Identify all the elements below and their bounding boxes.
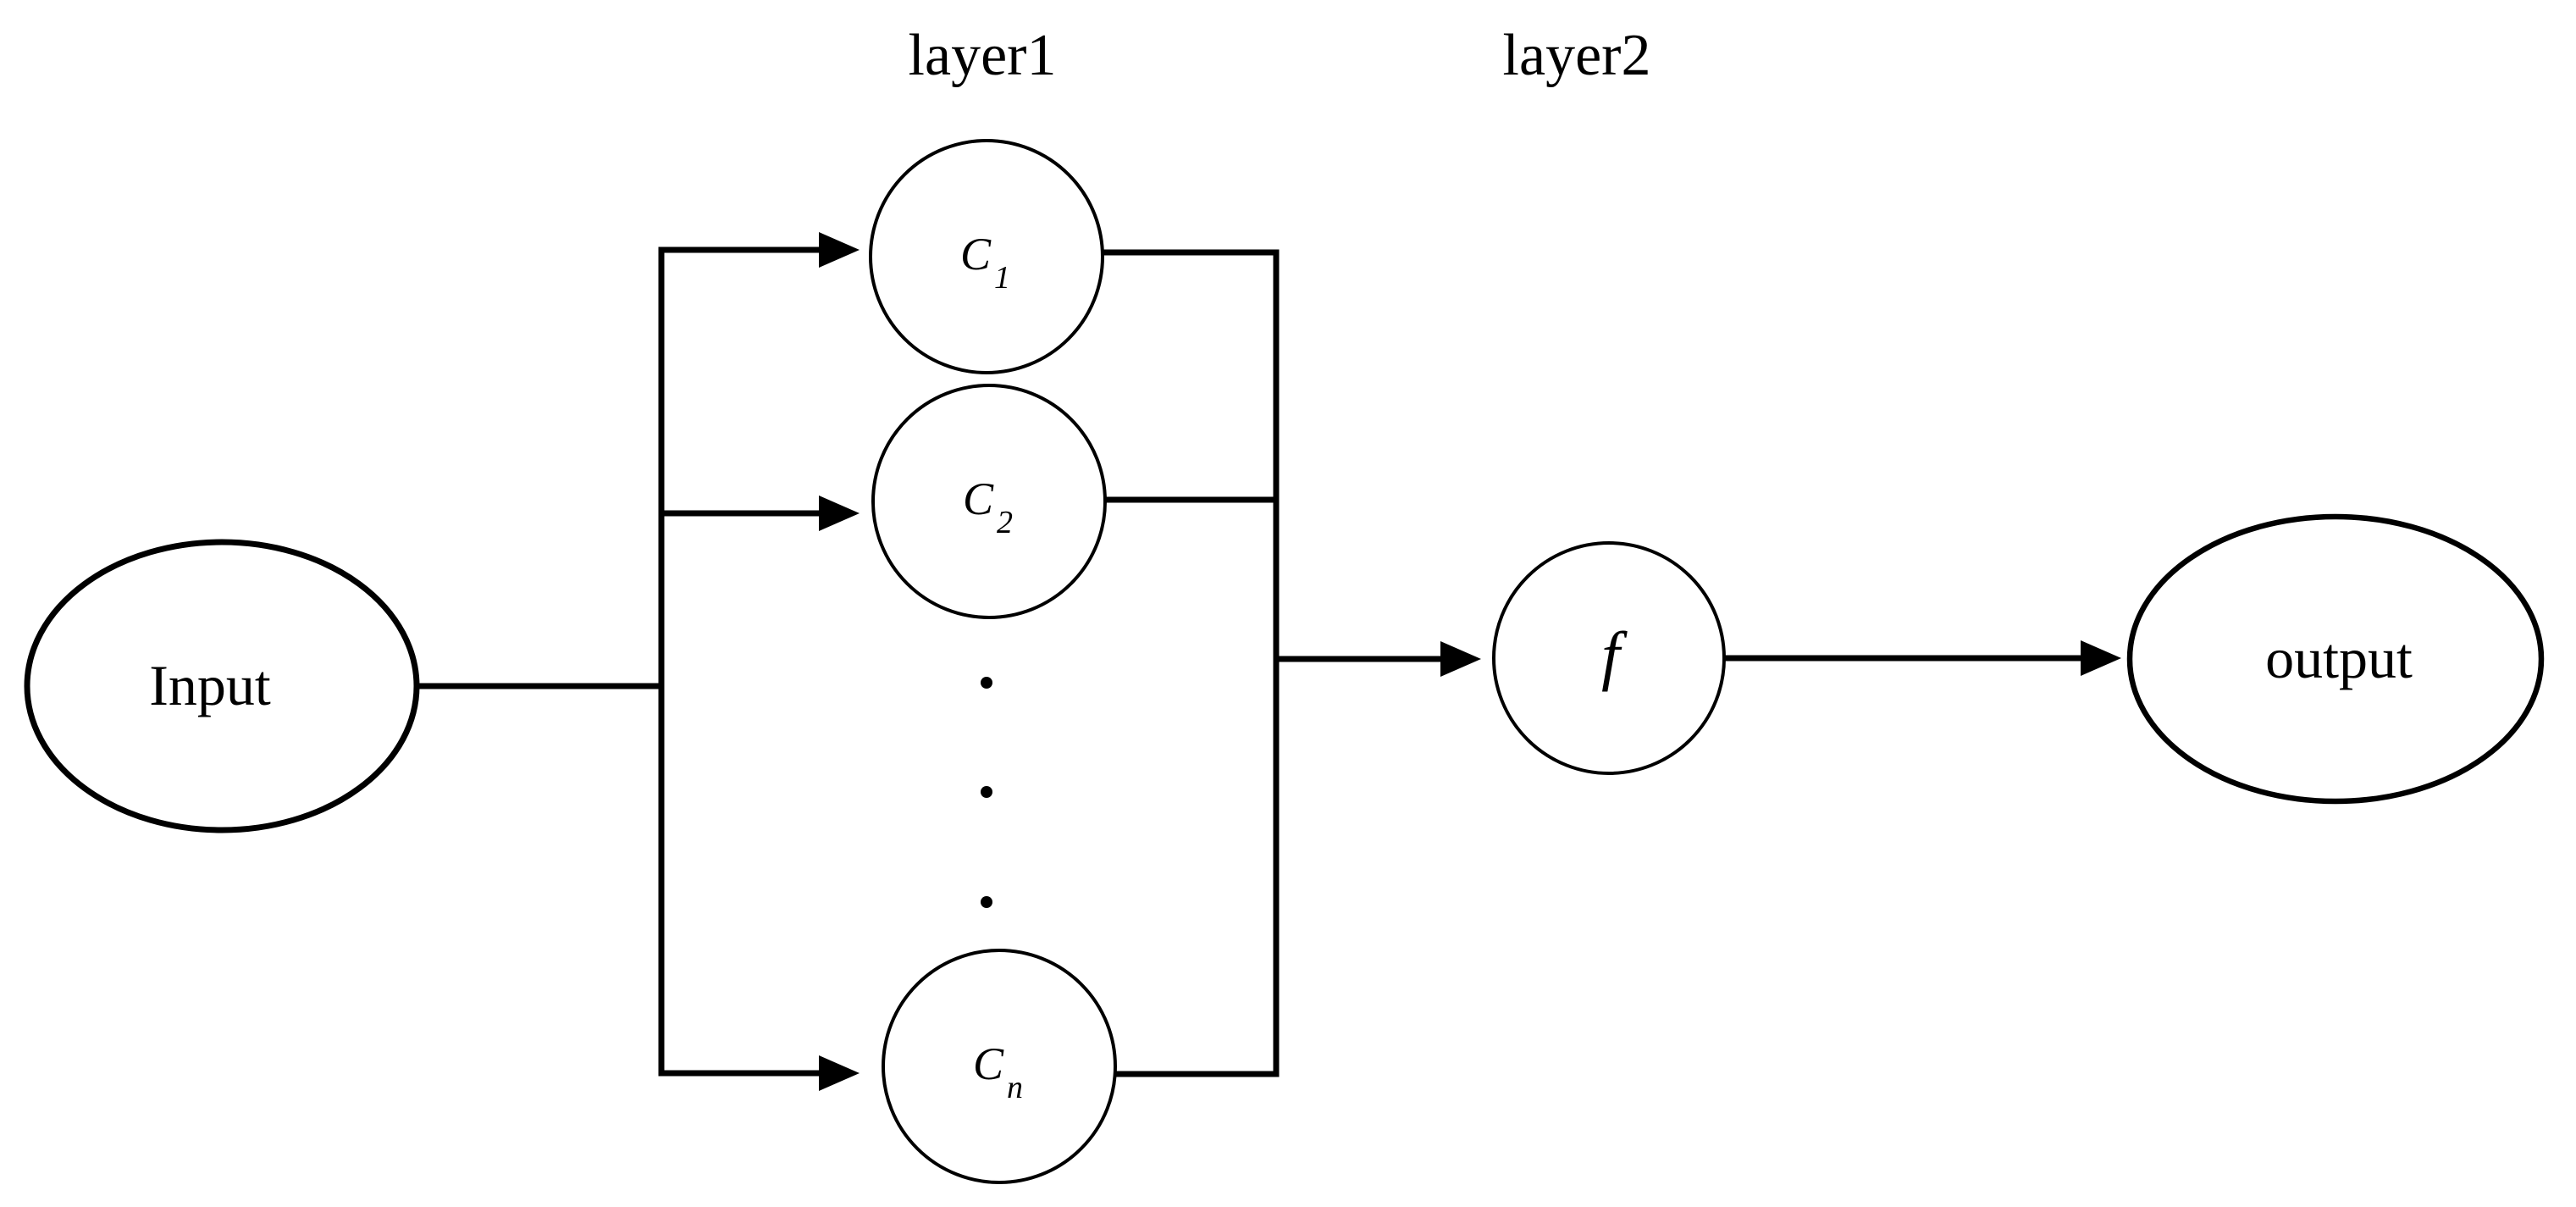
ellipsis-dot-3: [981, 896, 992, 908]
c1-label: C: [960, 229, 992, 280]
input-node: [24, 539, 420, 833]
cn-label: C: [973, 1038, 1004, 1089]
input-label: Input: [149, 653, 271, 717]
output-label: output: [2265, 626, 2413, 690]
layer1-label: layer1: [909, 23, 1057, 88]
layer2-label: layer2: [1503, 23, 1651, 88]
output-node: [2126, 513, 2545, 805]
c2-node: [871, 384, 1107, 619]
arrowhead-output: [2081, 640, 2121, 676]
arrowhead-cn: [819, 1055, 860, 1091]
c2-subscript: 2: [997, 505, 1013, 540]
arrowhead-c1: [819, 232, 860, 268]
arrowhead-c2: [819, 496, 860, 531]
c1-node: [869, 139, 1104, 374]
cn-subscript: n: [1007, 1070, 1023, 1105]
cn-node: [882, 949, 1117, 1184]
arrowhead-f: [1440, 641, 1481, 677]
ellipsis-dot-2: [981, 786, 992, 798]
c1-subscript: 1: [994, 260, 1010, 296]
f-node: [1492, 541, 1726, 775]
c2-label: C: [963, 473, 994, 524]
ellipsis-dot-1: [981, 677, 992, 689]
